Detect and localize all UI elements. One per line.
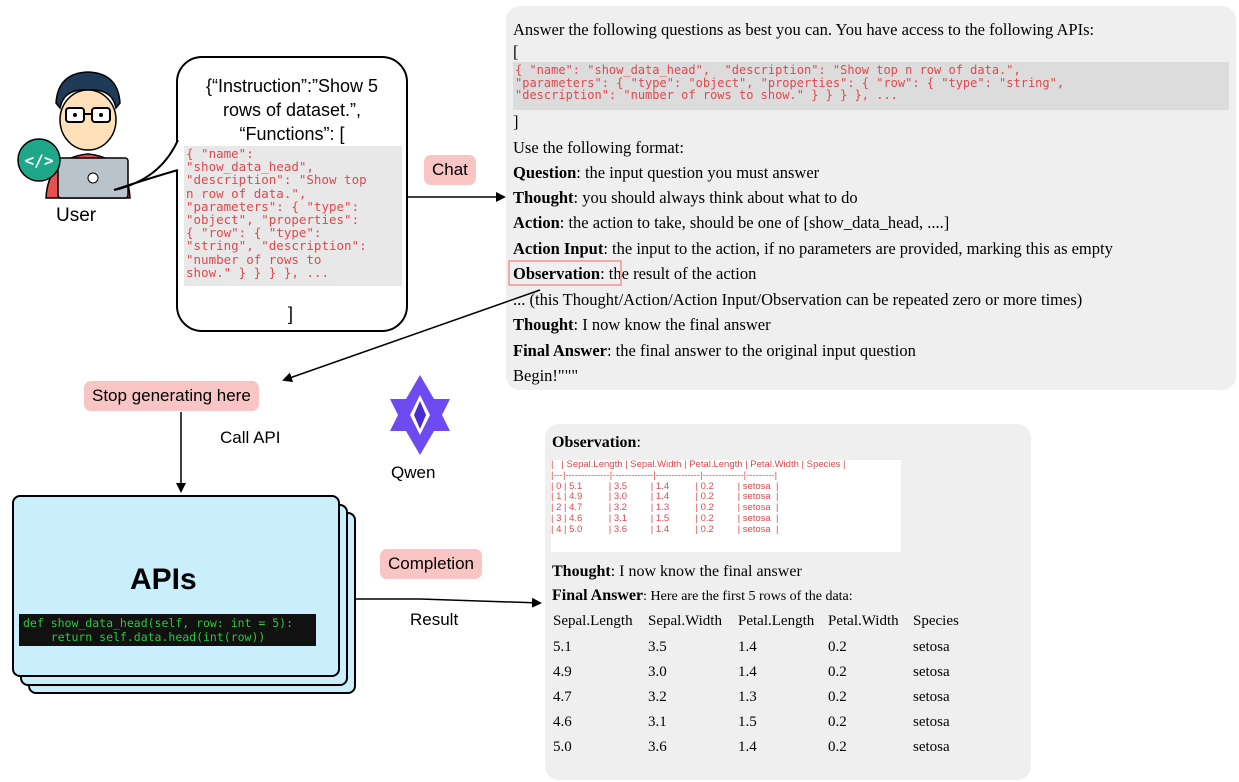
bubble-instruction: {“Instruction”:”Show 5 rows of dataset.”…	[176, 74, 408, 146]
svg-text:</>: </>	[25, 151, 54, 170]
table-cell: setosa	[913, 639, 950, 655]
table-cell: 0.2	[828, 714, 847, 730]
column-header: Petal.Width	[828, 613, 899, 629]
bubble-line: “Functions”: [	[239, 124, 345, 144]
prompt-key: Thought	[513, 188, 574, 207]
stop-arrow	[282, 289, 541, 383]
table-cell: setosa	[913, 739, 950, 755]
prompt-action-input-row: Action Input: the input to the action, i…	[513, 239, 1113, 259]
bubble-function-code: { "name": "show_data_head", "description…	[184, 146, 402, 286]
observation-final-key: Final Answer	[552, 587, 644, 604]
prompt-text: : the input question you must answer	[576, 163, 820, 182]
prompt-api-code: { "name": "show_data_head", "description…	[513, 62, 1229, 110]
prompt-key: Final Answer	[513, 341, 607, 360]
table-cell: 3.2	[648, 689, 667, 705]
prompt-question-row: Question: the input question you must an…	[513, 163, 819, 183]
prompt-close-bracket: ]	[513, 112, 519, 131]
table-cell: 3.1	[648, 714, 667, 730]
result-arrow	[356, 597, 542, 608]
bubble-close-bracket: ]	[288, 304, 294, 324]
prompt-open-bracket: [	[513, 42, 519, 61]
call-api-label: Call API	[220, 428, 281, 447]
observation-stop-highlight	[508, 260, 622, 286]
table-cell: setosa	[913, 664, 950, 680]
prompt-intro: Answer the following questions as best y…	[513, 20, 1095, 39]
qwen-label: Qwen	[391, 463, 436, 482]
observation-key: Observation	[552, 434, 637, 451]
observation-thought-key: Thought	[552, 563, 611, 580]
result-label: Result	[410, 610, 459, 629]
table-cell: setosa	[913, 689, 950, 705]
prompt-action-row: Action: the action to take, should be on…	[513, 213, 949, 233]
prompt-key: Thought	[513, 315, 574, 334]
qwen-logo-icon	[384, 373, 456, 457]
completion-label: Completion	[380, 549, 482, 579]
column-header: Species	[913, 613, 959, 629]
table-cell: 3.5	[648, 639, 667, 655]
observation-thought-row: Thought: I now know the final answer	[552, 563, 802, 581]
observation-markdown-table: | | Sepal.Length | Sepal.Width | Petal.L…	[551, 459, 901, 552]
table-cell: 0.2	[828, 689, 847, 705]
prompt-begin: Begin!"""	[513, 366, 579, 385]
table-cell: 4.9	[553, 664, 572, 680]
bubble-line: rows of dataset.”,	[222, 100, 362, 120]
prompt-text: : I now know the final answer	[573, 315, 771, 334]
table-cell: 5.1	[553, 639, 572, 655]
prompt-thought-row: Thought: you should always think about w…	[513, 188, 858, 208]
table-cell: 1.5	[738, 714, 757, 730]
table-cell: 1.4	[738, 639, 757, 655]
prompt-final-thought-row: Thought: I now know the final answer	[513, 315, 771, 335]
api-card-front	[12, 495, 340, 677]
table-cell: 3.6	[648, 739, 667, 755]
user-label: User	[56, 205, 97, 226]
table-cell: 5.0	[553, 739, 572, 755]
column-header: Petal.Length	[738, 613, 815, 629]
prompt-key: Action Input	[513, 239, 604, 258]
table-cell: 0.2	[828, 739, 847, 755]
observation-heading: Observation:	[552, 434, 641, 452]
bubble-line: {“Instruction”:”Show 5	[205, 76, 379, 96]
prompt-observation-row: Observation: the result of the action	[513, 264, 756, 284]
api-function-code: def show_data_head(self, row: int = 5): …	[19, 614, 316, 646]
prompt-text: : the result of the action	[600, 264, 757, 283]
stop-generating-label: Stop generating here	[84, 381, 259, 411]
table-cell: 4.6	[553, 714, 572, 730]
table-cell: 1.4	[738, 739, 757, 755]
column-header: Sepal.Length	[553, 613, 633, 629]
observation-final-row: Final Answer: Here are the first 5 rows …	[552, 587, 853, 605]
prompt-repeat-note: ... (this Thought/Action/Action Input/Ob…	[513, 290, 1083, 309]
column-header: Sepal.Width	[648, 613, 722, 629]
chat-label: Chat	[424, 155, 476, 185]
table-cell: 0.2	[828, 664, 847, 680]
table-cell: 1.3	[738, 689, 757, 705]
table-cell: 1.4	[738, 664, 757, 680]
table-cell: 3.0	[648, 664, 667, 680]
table-cell: setosa	[913, 714, 950, 730]
prompt-key: Question	[513, 163, 577, 182]
table-cell: 0.2	[828, 639, 847, 655]
observation-final-text: : Here are the first 5 rows of the data:	[643, 589, 853, 604]
observation-thought-text: : I now know the final answer	[610, 563, 802, 580]
observation-colon: :	[636, 434, 641, 451]
prompt-key: Action	[513, 213, 560, 232]
prompt-key: Observation	[513, 264, 601, 283]
developer-avatar-icon: </>	[16, 58, 156, 208]
prompt-text: : you should always think about what to …	[573, 188, 858, 207]
prompt-text: : the final answer to the original input…	[606, 341, 916, 360]
apis-title: APIs	[130, 563, 197, 596]
prompt-final-answer-row: Final Answer: the final answer to the or…	[513, 341, 916, 361]
prompt-text: : the action to take, should be one of […	[559, 213, 950, 232]
prompt-text: : the input to the action, if no paramet…	[603, 239, 1113, 258]
prompt-format-intro: Use the following format:	[513, 138, 684, 157]
table-cell: 4.7	[553, 689, 572, 705]
